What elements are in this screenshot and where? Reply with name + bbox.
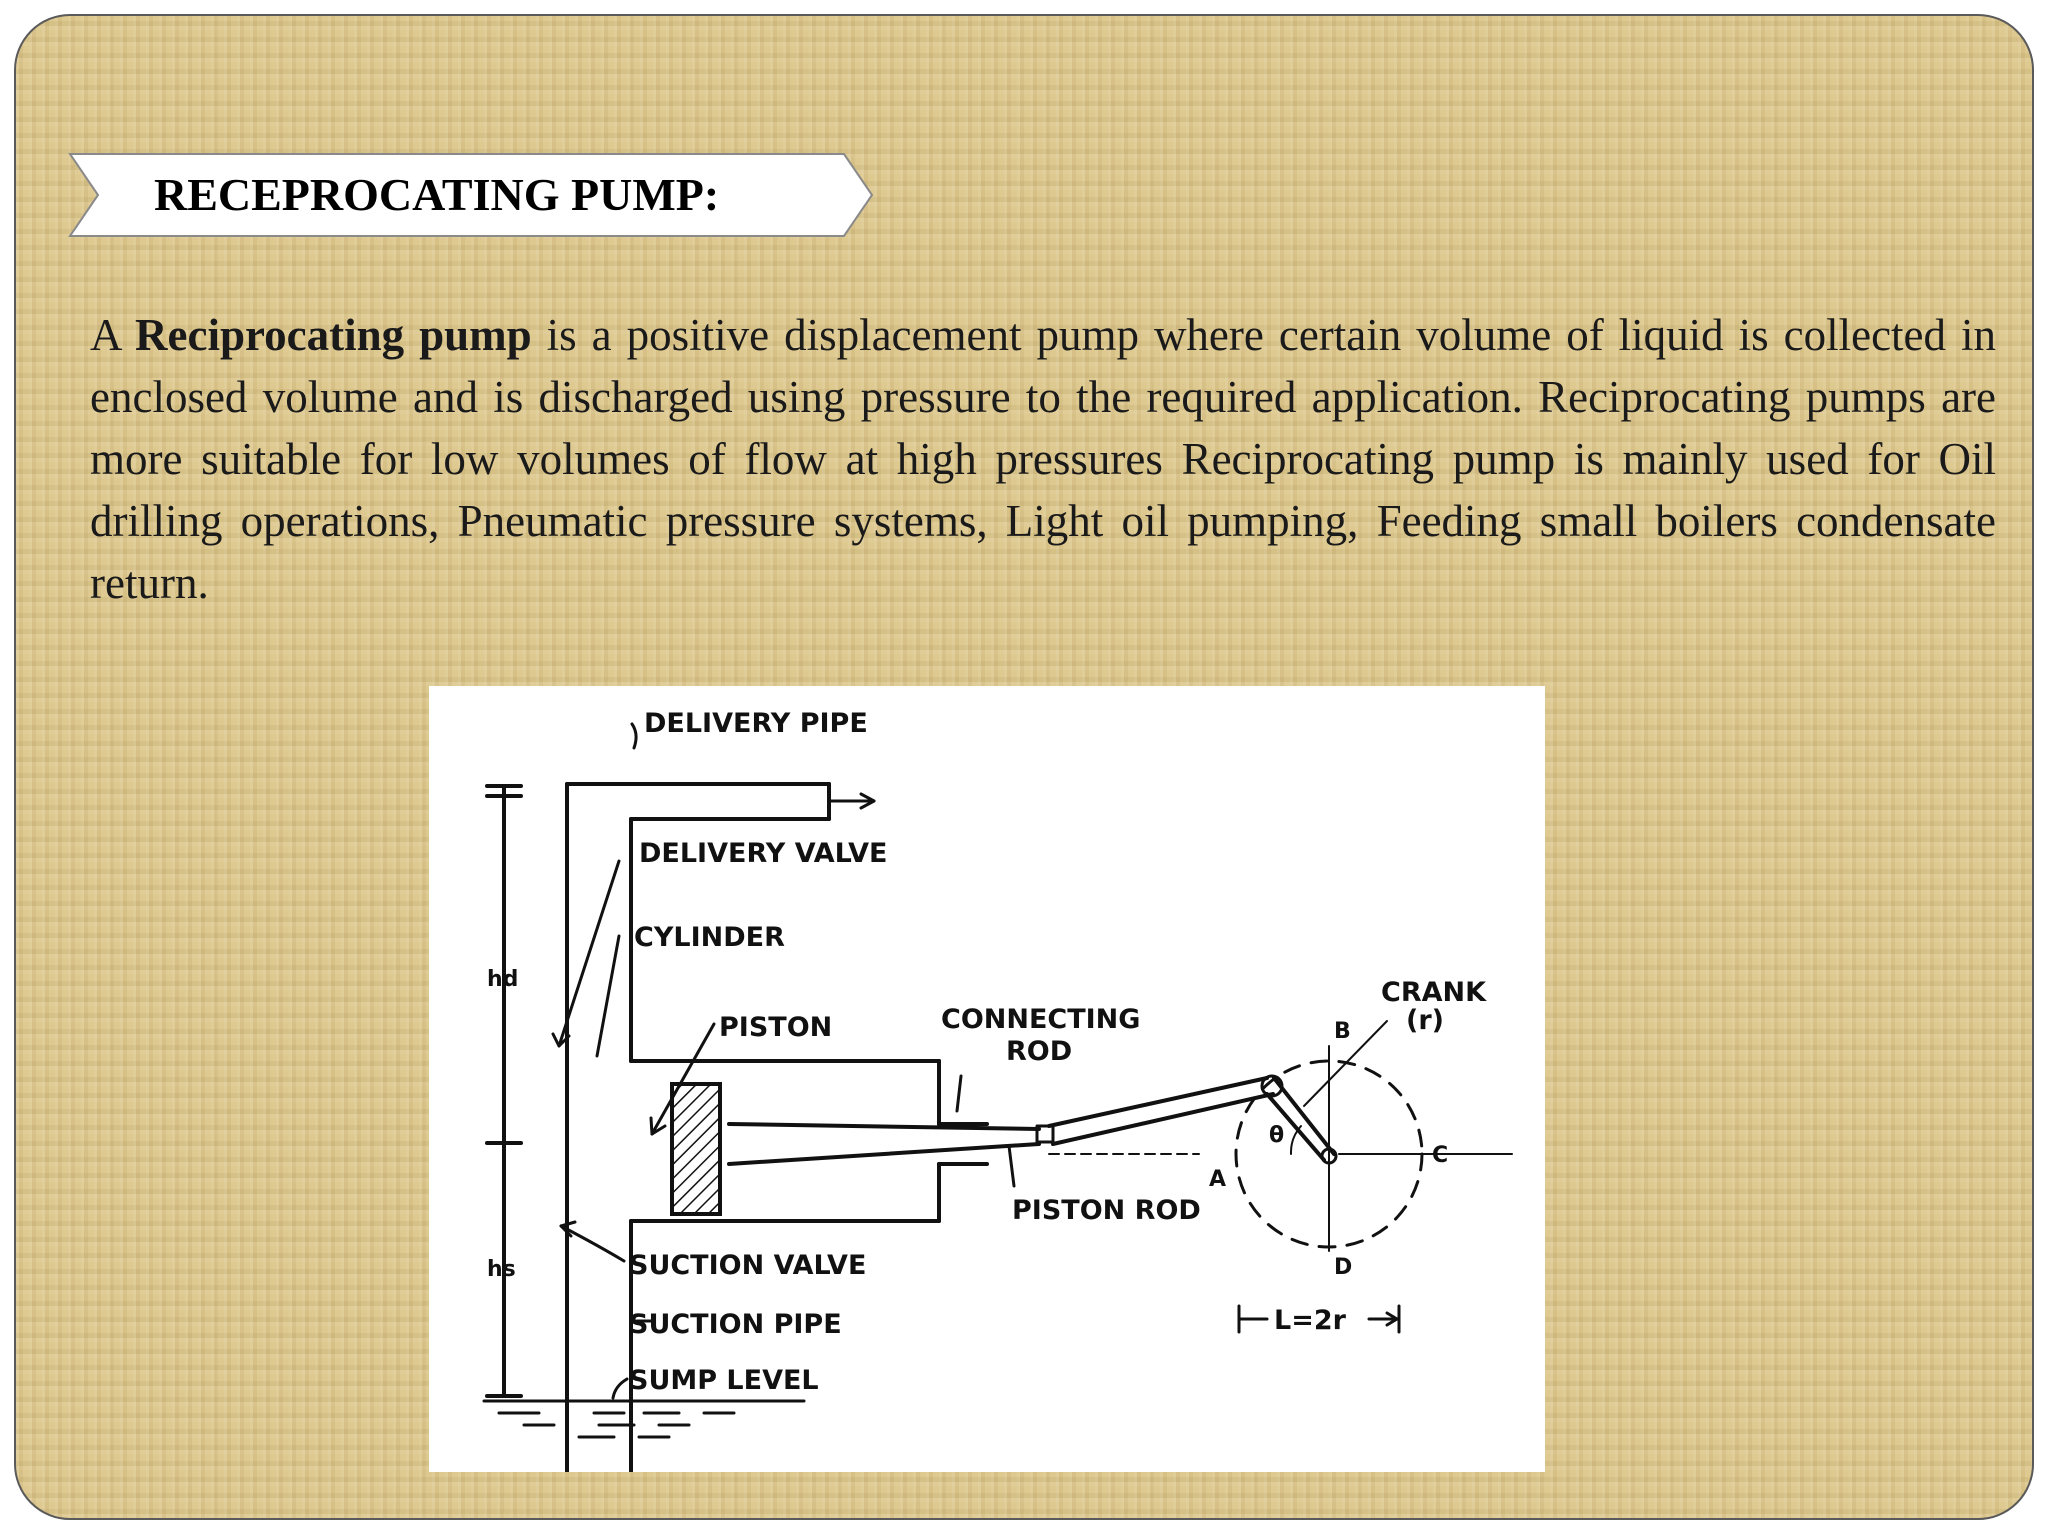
label-crank-r: (r): [1406, 1005, 1444, 1036]
label-rod: ROD: [1006, 1036, 1072, 1067]
label-theta: θ: [1269, 1123, 1284, 1148]
suction-valve-leader: [559, 1224, 626, 1263]
label-point-d: D: [1334, 1255, 1352, 1280]
label-crank: CRANK: [1381, 977, 1487, 1008]
paragraph-body: is a positive displacement pump where ce…: [90, 310, 1997, 608]
label-piston-rod: PISTON ROD: [1012, 1195, 1201, 1226]
label-delivery-pipe: DELIVERY PIPE: [644, 708, 868, 739]
cylinder-leader: [595, 934, 621, 1058]
label-suction-pipe: SUCTION PIPE: [629, 1309, 842, 1340]
crank-circle: [1234, 1059, 1424, 1249]
label-connecting: CONNECTING: [941, 1004, 1140, 1035]
piston-block: [670, 1082, 722, 1216]
label-cylinder: CYLINDER: [634, 922, 785, 953]
label-hs: hs: [487, 1257, 516, 1282]
label-sump-level: SUMP LEVEL: [629, 1365, 819, 1396]
label-hd: hd: [487, 967, 518, 992]
paragraph-term: Reciprocating pump: [135, 310, 532, 360]
label-stroke-length: L=2r: [1274, 1305, 1347, 1336]
piston-leader: [650, 1022, 716, 1136]
label-point-c: C: [1432, 1143, 1448, 1168]
paragraph-lead: A: [90, 310, 135, 360]
delivery-valve-leader: [557, 859, 621, 1048]
crank-leader: [1303, 1020, 1388, 1107]
label-suction-valve: SUCTION VALVE: [629, 1250, 866, 1281]
description-paragraph: A Reciprocating pump is a positive displ…: [90, 304, 1996, 614]
connecting-rod: [1047, 1076, 1269, 1128]
label-point-a: A: [1209, 1167, 1226, 1192]
pump-diagram-svg: DELIVERY PIPE DELIVERY VALVE CYLINDER PI…: [482, 708, 1513, 1472]
slide-title: RECEPROCATING PUMP:: [154, 169, 720, 220]
crank-arm: [1272, 1076, 1336, 1156]
title-banner: RECEPROCATING PUMP:: [68, 152, 874, 238]
label-delivery-valve: DELIVERY VALVE: [639, 838, 888, 869]
label-point-b: B: [1334, 1019, 1351, 1044]
slide: RECEPROCATING PUMP: A Reciprocating pump…: [14, 14, 2034, 1520]
label-piston: PISTON: [719, 1012, 832, 1043]
piston-rod: [727, 1122, 1041, 1131]
pump-diagram: DELIVERY PIPE DELIVERY VALVE CYLINDER PI…: [429, 686, 1545, 1472]
title-banner-shape: [68, 153, 874, 237]
